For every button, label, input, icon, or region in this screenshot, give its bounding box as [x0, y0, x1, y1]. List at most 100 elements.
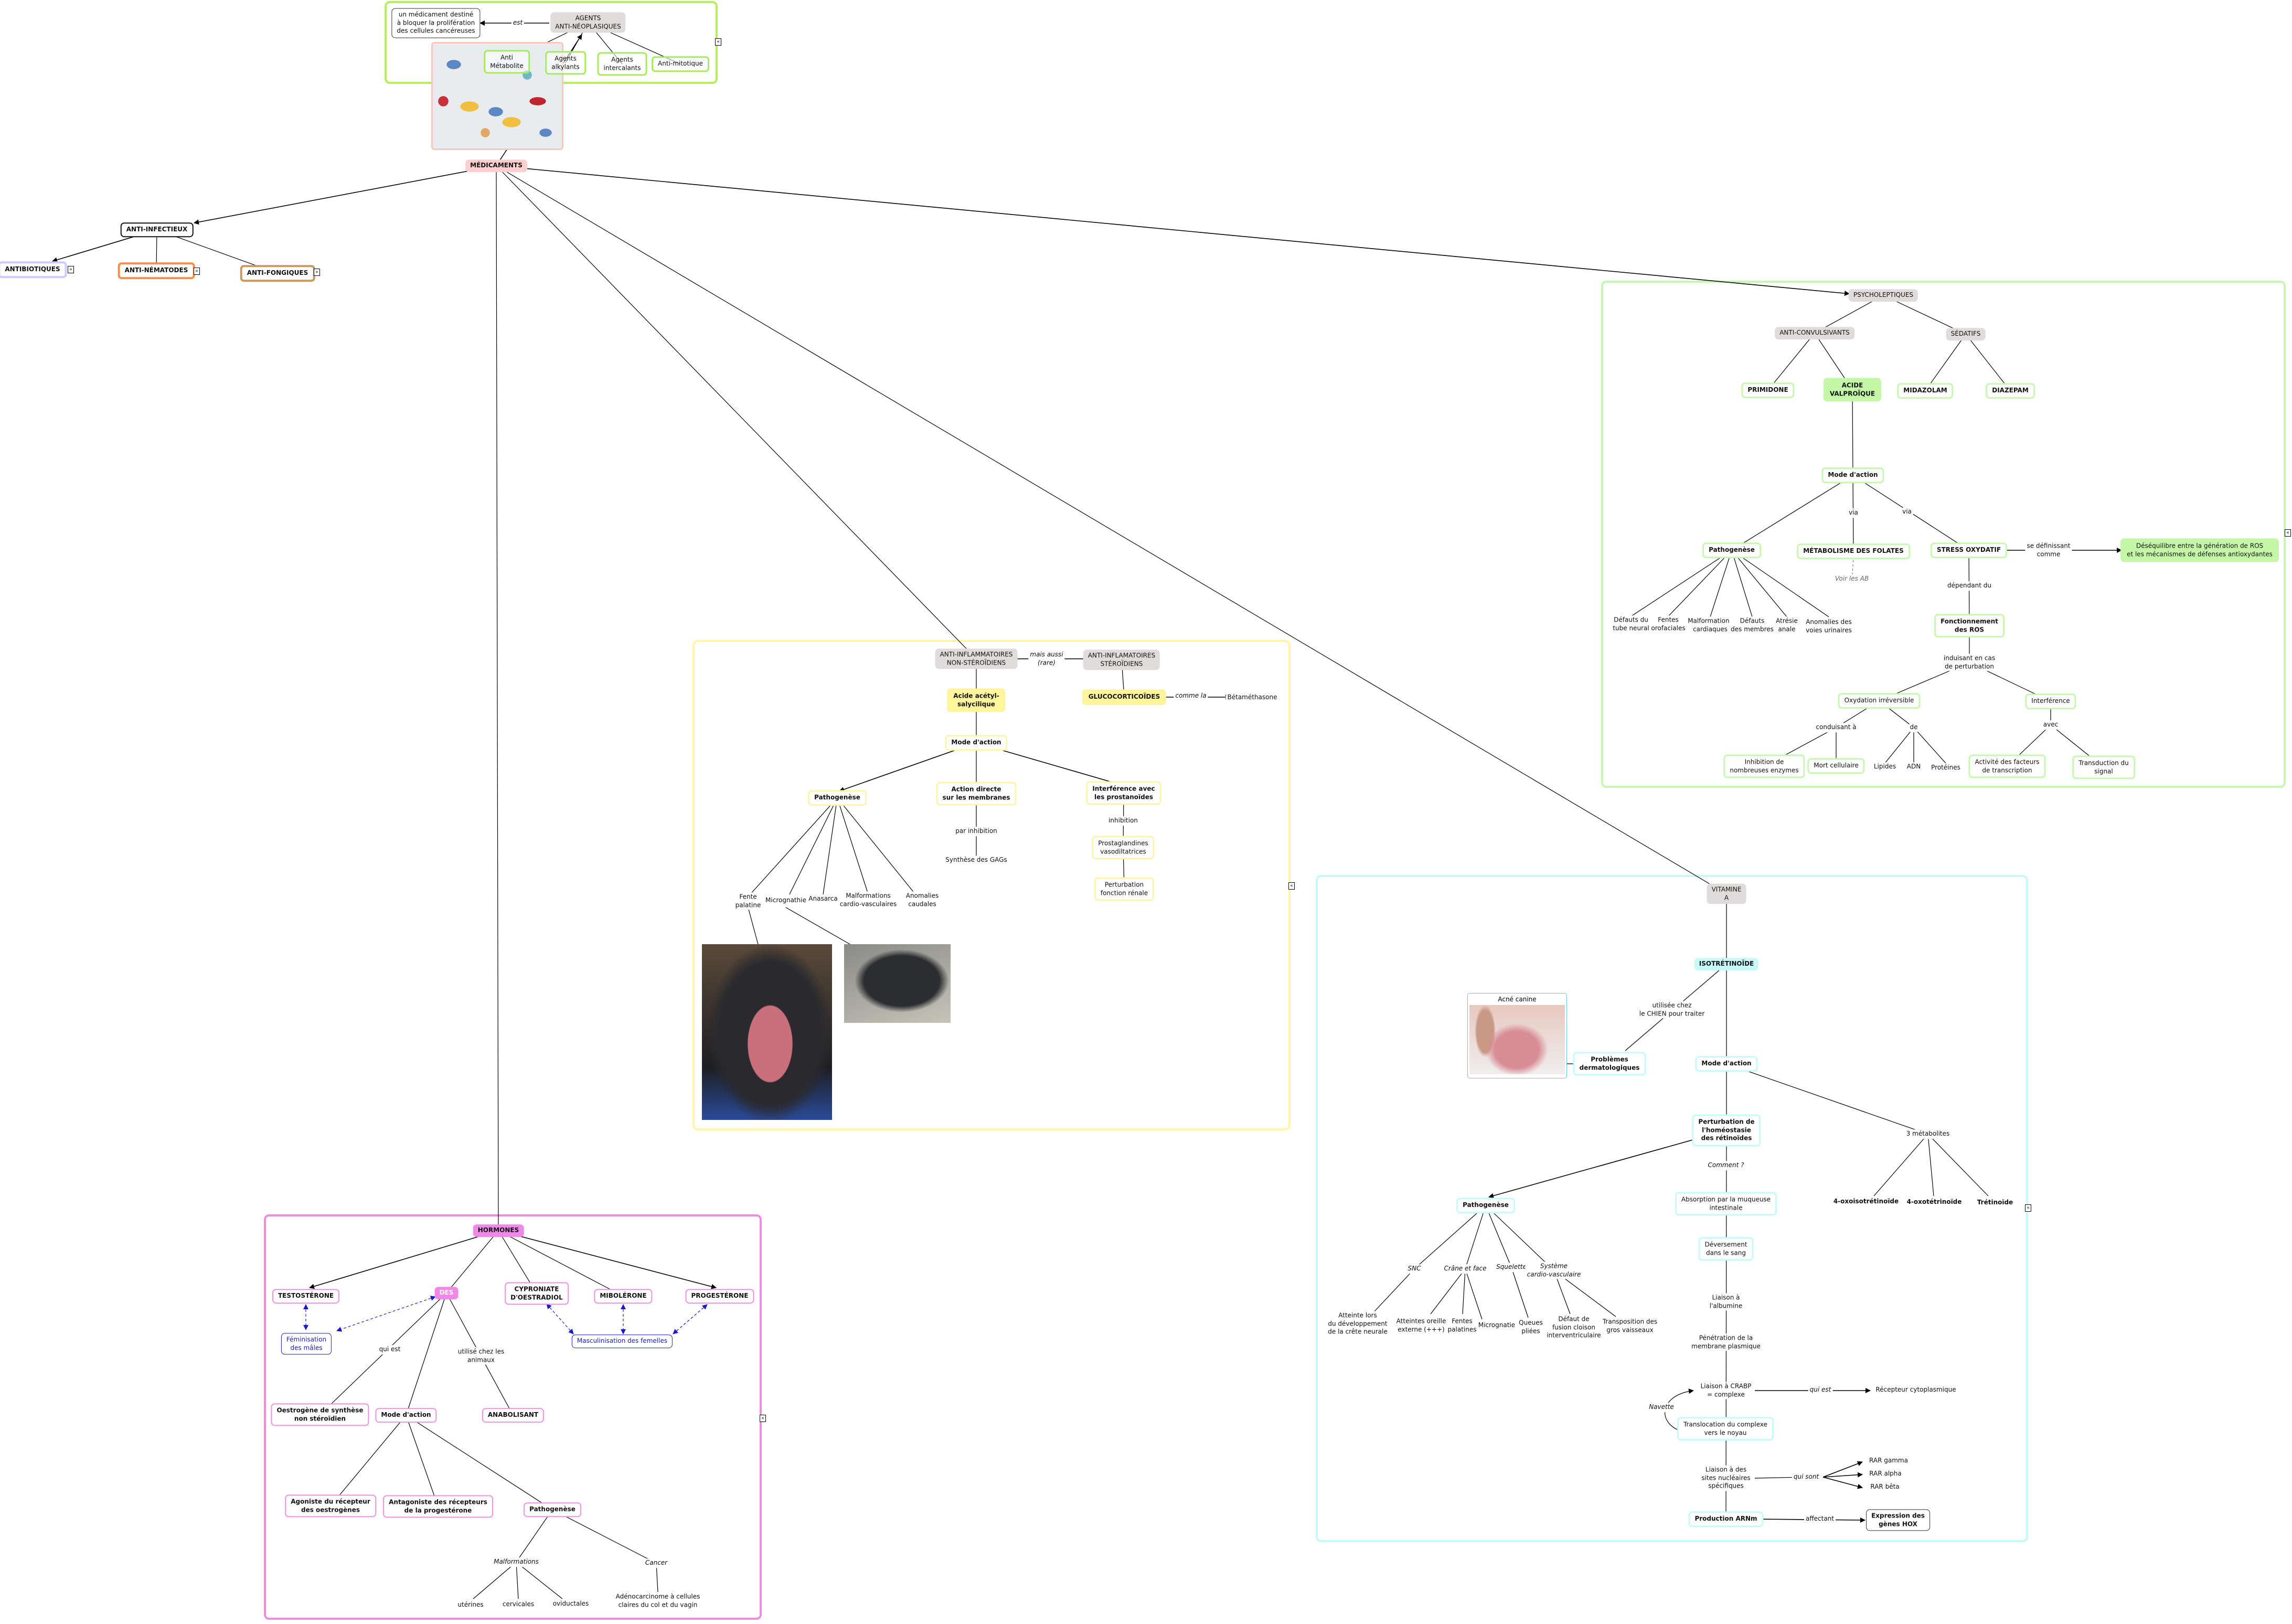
connector-line: [837, 797, 869, 895]
expand-toggle-icon[interactable]: »: [194, 268, 200, 275]
label-ains-patho-items-0: Fente palatine: [733, 892, 763, 910]
concept-node-top-intercalants[interactable]: Agents intercalants: [597, 52, 647, 76]
connector-line: [1873, 1134, 1928, 1196]
concept-node-psy-pathogenese[interactable]: Pathogenèse: [1702, 542, 1761, 558]
concept-node-ains-aas[interactable]: Acide acétyl- salycilique: [947, 688, 1006, 712]
concept-node-vita-title[interactable]: VITAMINE A: [1707, 883, 1746, 904]
concept-node-vita-absorption[interactable]: Absorption par la muqueuse intestinale: [1675, 1192, 1777, 1216]
concept-node-hormones-agoniste[interactable]: Agoniste du récepteur des oestrogènes: [285, 1494, 376, 1518]
concept-node-hormones-anabolisant[interactable]: ANABOLISANT: [482, 1408, 545, 1423]
concept-node-vita-tretinoide[interactable]: Trétinoïde: [1975, 1198, 2015, 1208]
connector-line: [1465, 1205, 1486, 1269]
concept-node-psy-transduction[interactable]: Transduction du signal: [2072, 755, 2135, 779]
concept-node-psy-desequilibre[interactable]: Déséquilibre entre la génération de ROS …: [2120, 538, 2279, 562]
concept-node-hormones-masculinisation[interactable]: Masculinisation des femelles: [571, 1334, 673, 1348]
concept-node-psy-oxydation[interactable]: Oxydation irréversible: [1838, 693, 1921, 709]
connector-arrow: [1822, 1461, 1863, 1478]
concept-node-vita-translocation[interactable]: Translocation du complexe vers le noyau: [1677, 1417, 1774, 1441]
concept-node-ains-mode-action[interactable]: Mode d'action: [945, 735, 1008, 751]
concept-node-vita-deversement[interactable]: Déversement dans le sang: [1698, 1237, 1754, 1261]
concept-node-hormones-testosterone[interactable]: TESTOSTÉRONE: [272, 1289, 340, 1304]
concept-node-top-definition[interactable]: un médicament destiné à bloquer la proli…: [391, 8, 481, 38]
concept-node-hormones-cyproniate[interactable]: CYPRONIATE D'OESTRADIOL: [505, 1282, 569, 1305]
collapse-toggle-icon[interactable]: «: [2025, 1204, 2031, 1212]
connector-line: [1852, 389, 1853, 476]
label-vita-rar-beta: RAR bêta: [1869, 1482, 1901, 1492]
concept-node-ains-steroidiens[interactable]: ANTI-INFLAMATOIRES STÉROÏDIENS: [1083, 649, 1160, 670]
concept-node-psy-interference[interactable]: Interférence: [2025, 693, 2076, 709]
concept-node-psy-title[interactable]: PSYCHOLEPTIQUES: [1848, 289, 1918, 302]
concept-node-vita-mode-action[interactable]: Mode d'action: [1695, 1056, 1758, 1072]
label-vita-patho-items-0: Atteinte lors du développement de la crê…: [1326, 1311, 1389, 1337]
concept-node-vita-isotretinoide[interactable]: ISOTRÉTINOÏDE: [1694, 958, 1759, 970]
concept-node-vita-pathogenese[interactable]: Pathogenèse: [1456, 1198, 1515, 1213]
concept-node-psy-fonctionnement[interactable]: Fonctionnement des ROS: [1934, 614, 2005, 638]
concept-node-anti-infectieux-anti-nematodes[interactable]: ANTI-NÉMATODES: [118, 262, 195, 279]
concept-node-psy-sedatifs[interactable]: SÉDATIFS: [1946, 328, 1986, 340]
connector-line: [1414, 1205, 1486, 1269]
concept-node-vita-production[interactable]: Production ARNm: [1688, 1511, 1764, 1527]
expand-toggle-icon[interactable]: »: [68, 266, 74, 273]
concept-node-psy-mode-action[interactable]: Mode d'action: [1821, 467, 1884, 483]
concept-node-ains-interference[interactable]: Interférence avec les prostanoïdes: [1086, 781, 1161, 805]
connector-line: [1883, 295, 1966, 335]
concept-node-ains-pathogenese[interactable]: Pathogenèse: [808, 790, 867, 806]
concept-node-top-alkylants[interactable]: Agents alkylants: [545, 51, 586, 75]
concept-node-vita-hox[interactable]: Expression des gènes HOX: [1866, 1509, 1930, 1531]
concept-node-anti-infectieux-anti-fongiques[interactable]: ANTI-FONGIQUES: [240, 265, 315, 282]
label-vita-patho-items-4: Queues pliées: [1517, 1318, 1544, 1336]
concept-node-root[interactable]: MÉDICAMENTS: [465, 159, 527, 172]
label-vita-patho-items-3: Micrognatie: [1476, 1321, 1517, 1330]
concept-node-ains-prostaglandines[interactable]: Prostaglandines vasodiltatrices: [1092, 836, 1155, 860]
collapse-toggle-icon[interactable]: «: [760, 1415, 766, 1422]
label-psy-patho-items-4: Atrésie anale: [1774, 616, 1799, 634]
expand-toggle-icon[interactable]: »: [314, 269, 320, 276]
collapse-toggle-icon[interactable]: «: [2285, 529, 2291, 537]
label-vita-albumine: Liaison à l'albumine: [1708, 1293, 1744, 1311]
concept-node-hormones-progesterone[interactable]: PROGESTÉRONE: [685, 1289, 754, 1304]
concept-node-hormones-des[interactable]: DES: [434, 1287, 459, 1299]
collapse-toggle-icon[interactable]: «: [1288, 882, 1295, 890]
concept-node-top-anti-mitotique[interactable]: Anti-mitotique: [652, 56, 709, 72]
concept-node-vita-problemes[interactable]: Problèmes dermatologiques: [1573, 1052, 1646, 1076]
concept-node-anti-infectieux-antibiotiques[interactable]: ANTIBIOTIQUES: [0, 261, 67, 278]
concept-node-psy-acide-valproique[interactable]: ACIDE VALPROÏQUE: [1823, 378, 1882, 402]
concept-node-psy-activite[interactable]: Activité des facteurs de transcription: [1968, 754, 2046, 778]
concept-node-anti-infectieux-title[interactable]: ANTI-INFECTIEUX: [120, 222, 194, 237]
concept-node-psy-midazolam[interactable]: MIDAZOLAM: [1897, 383, 1954, 399]
concept-node-top-anti-metabolite[interactable]: Anti Métabolite: [484, 50, 530, 74]
concept-node-vita-perturbation[interactable]: Perturbation de l'homéostasie des rétino…: [1692, 1114, 1761, 1147]
label-psy-patho-items-1: Fentes orofaciales: [1649, 615, 1687, 633]
concept-node-psy-diazepam[interactable]: DIAZEPAM: [1986, 383, 2035, 399]
concept-node-ains-nsaid[interactable]: ANTI-INFLAMMATOIRES NON-STÉROÏDIENS: [935, 648, 1018, 669]
concept-node-hormones-pathogenese[interactable]: Pathogenèse: [524, 1502, 581, 1517]
concept-node-hormones-mibolerone[interactable]: MIBOLÉRONE: [594, 1289, 653, 1304]
concept-node-top-agents[interactable]: AGENTS ANTI-NÉOPLASIQUES: [550, 12, 626, 33]
concept-node-psy-primidone[interactable]: PRIMIDONE: [1741, 382, 1795, 398]
connector-arrow: [1822, 1472, 1863, 1478]
concept-node-ains-action-directe[interactable]: Action directe sur les membranes: [936, 782, 1017, 806]
label-psy-voir-ab: Voir les AB: [1833, 574, 1871, 584]
concept-node-hormones-feminisation[interactable]: Féminisation des mâles: [281, 1333, 332, 1355]
concept-node-hormones-mode-action[interactable]: Mode d'action: [375, 1408, 437, 1423]
concept-node-hormones-antagoniste[interactable]: Antagoniste des récepteurs de la progest…: [383, 1495, 493, 1518]
concept-node-psy-inhibition[interactable]: Inhibition de nombreuses enzymes: [1723, 754, 1805, 778]
label-hormones-oviductales: oviductales: [551, 1599, 591, 1609]
label-psy-patho-items-0: Défauts du tube neural: [1611, 615, 1651, 633]
concept-node-hormones-title[interactable]: HORMONES: [473, 1224, 524, 1237]
concept-node-ains-glucocorticoides[interactable]: GLUCOCORTICOÏDES: [1082, 689, 1167, 705]
connector-arrow: [1488, 1130, 1727, 1199]
collapse-toggle-icon[interactable]: «: [715, 38, 721, 46]
concept-node-vita-oxotet[interactable]: 4-oxotétrinoïde: [1905, 1198, 1964, 1207]
concept-node-psy-mort[interactable]: Mort cellulaire: [1807, 758, 1865, 774]
concept-node-psy-anticonvulsivants[interactable]: ANTI-CONVULSIVANTS: [1775, 327, 1854, 339]
label-top-est: est: [511, 18, 525, 28]
label-ains-par-inhibition: par inhibition: [954, 827, 999, 836]
concept-node-psy-stress[interactable]: STRESS OXYDATIF: [1930, 542, 2008, 558]
label-vita-recepteur: Récepteur cytoplasmique: [1874, 1385, 1958, 1395]
concept-node-hormones-oestrogene[interactable]: Oestrogène de synthèse non stéroïdien: [271, 1403, 369, 1426]
concept-node-ains-perturbation[interactable]: Perturbation fonction rénale: [1094, 877, 1155, 901]
concept-node-psy-folates[interactable]: MÉTABOLISME DES FOLATES: [1797, 543, 1910, 559]
concept-node-vita-oxoiso[interactable]: 4-oxoisotrétinoïde: [1831, 1197, 1901, 1206]
connector-line: [1814, 295, 1884, 334]
